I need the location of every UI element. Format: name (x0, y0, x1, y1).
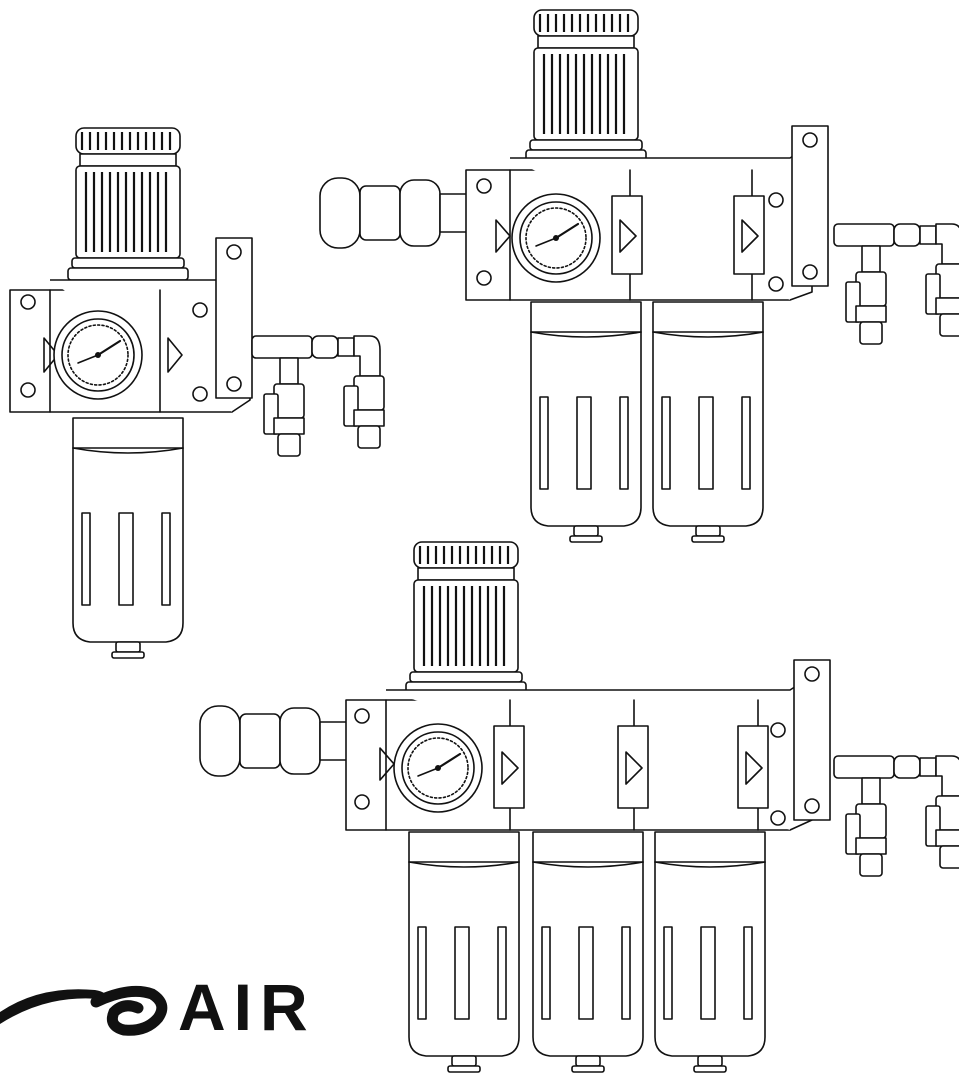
unit1-gauge-icon (52, 309, 144, 401)
unit2-valves (833, 223, 959, 345)
logo-swoosh-icon (0, 989, 108, 1024)
unit2-inlet (319, 177, 485, 249)
unit1-valves (251, 335, 385, 457)
regulator-filter-unit (9, 126, 385, 659)
logo-text: AIR (178, 970, 316, 1044)
logo-loop-icon (90, 985, 168, 1036)
unit3-inlet (199, 705, 365, 777)
brand-logo: AIR (0, 970, 316, 1044)
unit3-valves (833, 755, 959, 877)
three-module-frl-unit (199, 540, 959, 1073)
unit3-gauge-icon (392, 722, 484, 814)
unit2-gauge-icon (510, 192, 602, 284)
two-module-frl-unit (319, 8, 959, 543)
